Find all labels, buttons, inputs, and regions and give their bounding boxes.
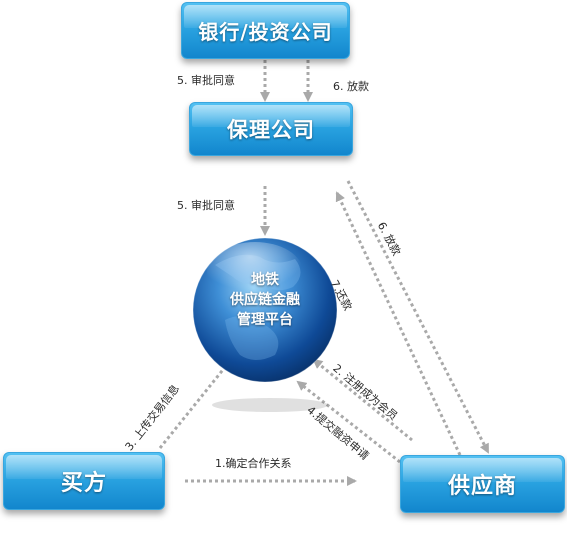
arrow-factoring-loan [346,180,490,454]
bank-node[interactable]: 银行/投资公司 [181,2,350,59]
platform-line-3: 管理平台 [237,312,293,328]
factoring-node[interactable]: 保理公司 [189,102,353,156]
edge-label-bank-loan: 6. 放款 [333,80,369,93]
supplier-label: 供应商 [447,474,517,499]
factoring-label: 保理公司 [227,118,315,142]
edge-label-bank-approve: 5. 审批同意 [177,74,235,87]
platform-title: 地铁 供应链金融 管理平台 [205,270,325,330]
arrow-upload [158,359,232,449]
buyer-node[interactable]: 买方 [3,452,165,510]
platform-line-1: 地铁 [251,272,279,288]
bank-label: 银行/投资公司 [198,20,333,44]
platform-line-2: 供应链金融 [230,292,300,308]
arrow-repay [335,191,462,456]
buyer-label: 买方 [60,471,107,496]
platform-globe [192,237,338,412]
edge-label-cooperate: 1.确定合作关系 [215,457,292,470]
supplier-node[interactable]: 供应商 [400,455,565,513]
edge-label-factoring-approve: 5. 审批同意 [177,199,235,212]
arrow-apply [296,380,401,464]
